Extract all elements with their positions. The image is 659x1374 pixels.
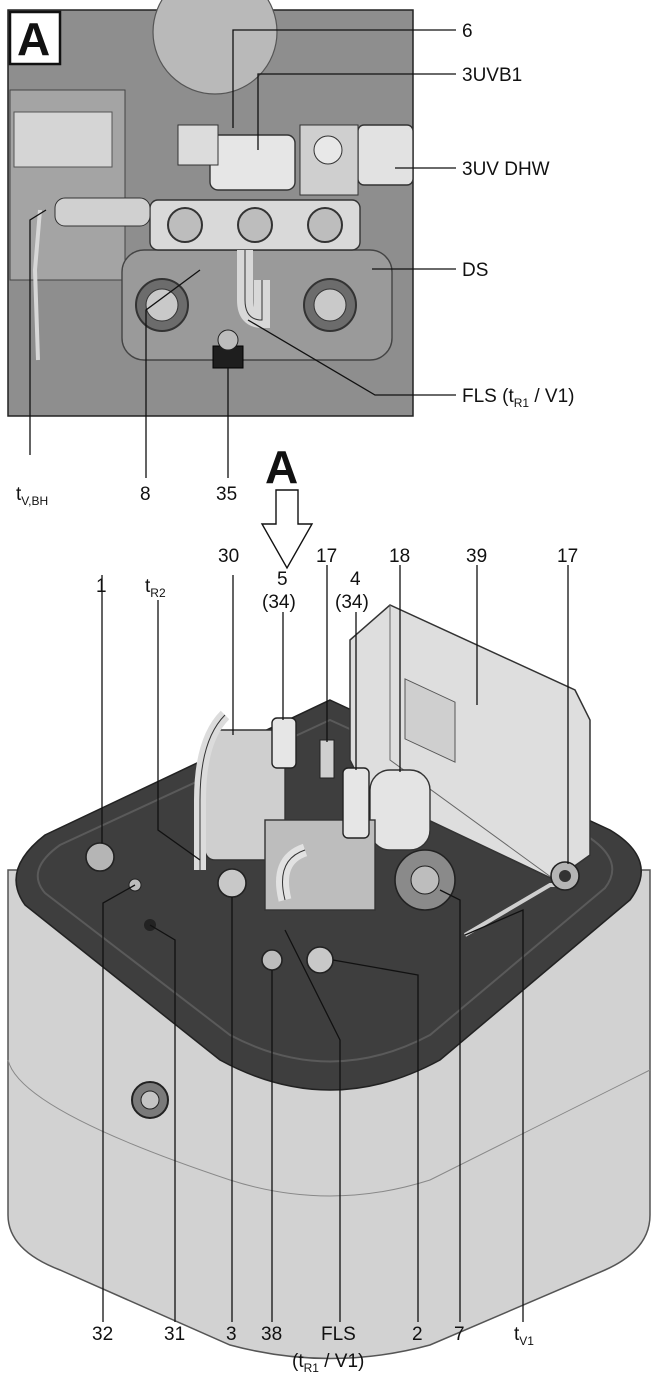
leader-6: [232, 29, 456, 128]
controller-panel: [404, 678, 456, 763]
label-31: 31: [164, 1324, 185, 1345]
label-17-top-right: 17: [557, 546, 578, 567]
label-6: 6: [462, 21, 473, 42]
label-5: 5: [277, 569, 288, 590]
leader-tv1: [464, 909, 524, 1322]
detail-fitting-1: [167, 207, 203, 243]
label-tv1: tV1: [514, 1324, 534, 1348]
detail-top-opening: [152, 0, 278, 95]
view-letter-detail: A: [17, 13, 50, 65]
leader-7: [439, 889, 461, 1322]
label-3uvb1: 3UVB1: [462, 65, 522, 86]
label-8: 8: [140, 484, 151, 505]
label-35: 35: [216, 484, 237, 505]
view-arrow: [260, 489, 314, 570]
port-38: [261, 949, 283, 971]
label-39: 39: [466, 546, 487, 567]
label-3: 3: [226, 1324, 237, 1345]
leader-tr2: [157, 600, 201, 861]
label-38: 38: [261, 1324, 282, 1345]
leader-32: [102, 884, 136, 1322]
label-tr1-v1: (tR1 / V1): [292, 1351, 364, 1374]
detail-view-a: A 6 3UVB1 3UV DHW DS FLS (tR1 / V1) tV,B…: [7, 0, 574, 508]
port-2: [306, 946, 334, 974]
detail-valve-3uvdhw: [357, 124, 414, 186]
side-drain-inner: [140, 1090, 160, 1110]
main-unit-view: 30 17 18 39 17 5 (34) 4 (34) 1 tR2 32 31…: [7, 546, 651, 1374]
label-7: 7: [454, 1324, 465, 1345]
connector-17a: [319, 739, 335, 779]
leader-8: [145, 269, 201, 478]
label-4-34: (34): [335, 592, 369, 613]
detail-valve-3uvb1: [209, 134, 296, 191]
detail-left-panel: [13, 111, 113, 168]
label-ds: DS: [462, 260, 488, 281]
valve-5: [271, 717, 297, 769]
label-tvbh: tV,BH: [16, 484, 48, 508]
label-3uvdhw: 3UV DHW: [462, 159, 550, 180]
detail-port-left-inner: [145, 288, 179, 322]
label-18: 18: [389, 546, 410, 567]
detail-fitting-2: [237, 207, 273, 243]
label-4: 4: [350, 569, 361, 590]
detail-valve-knob: [313, 135, 343, 165]
unit-base-edge: [7, 1059, 651, 1197]
detail-drain-fitting: [217, 329, 239, 351]
component-18: [369, 769, 431, 851]
controller-box-edge: [389, 605, 556, 881]
detail-port-right-inner: [313, 288, 347, 322]
view-arrow-a: A: [260, 441, 314, 570]
leader-tvbh: [29, 209, 47, 455]
pump-7-hub: [410, 865, 440, 895]
label-5-34: (34): [262, 592, 296, 613]
port-1: [85, 842, 115, 872]
leader-31: [149, 924, 176, 1322]
port-3: [217, 868, 247, 898]
leader-fls-b: [284, 929, 341, 1322]
view-letter-arrow: A: [265, 441, 298, 493]
view-letter-box: [8, 10, 62, 66]
label-fls: FLS: [321, 1324, 356, 1345]
label-tr2: tR2: [145, 576, 166, 600]
detail-sensor-cable: [32, 209, 42, 361]
detail-fitting-3: [307, 207, 343, 243]
label-fls-tr1-v1: FLS (tR1 / V1): [462, 386, 574, 410]
label-1: 1: [96, 576, 107, 597]
label-30: 30: [218, 546, 239, 567]
leader-2: [332, 959, 419, 1322]
leader-3uvb1: [257, 73, 456, 150]
unit-top-inner-edge: [36, 718, 614, 1063]
detail-valve-6: [177, 124, 219, 166]
valve-4: [342, 767, 370, 839]
port-17b-inner: [559, 870, 571, 882]
leader-fls-a: [247, 319, 456, 396]
label-32: 32: [92, 1324, 113, 1345]
label-17-top-left: 17: [316, 546, 337, 567]
detail-pipe-left: [54, 197, 151, 227]
label-2: 2: [412, 1324, 423, 1345]
